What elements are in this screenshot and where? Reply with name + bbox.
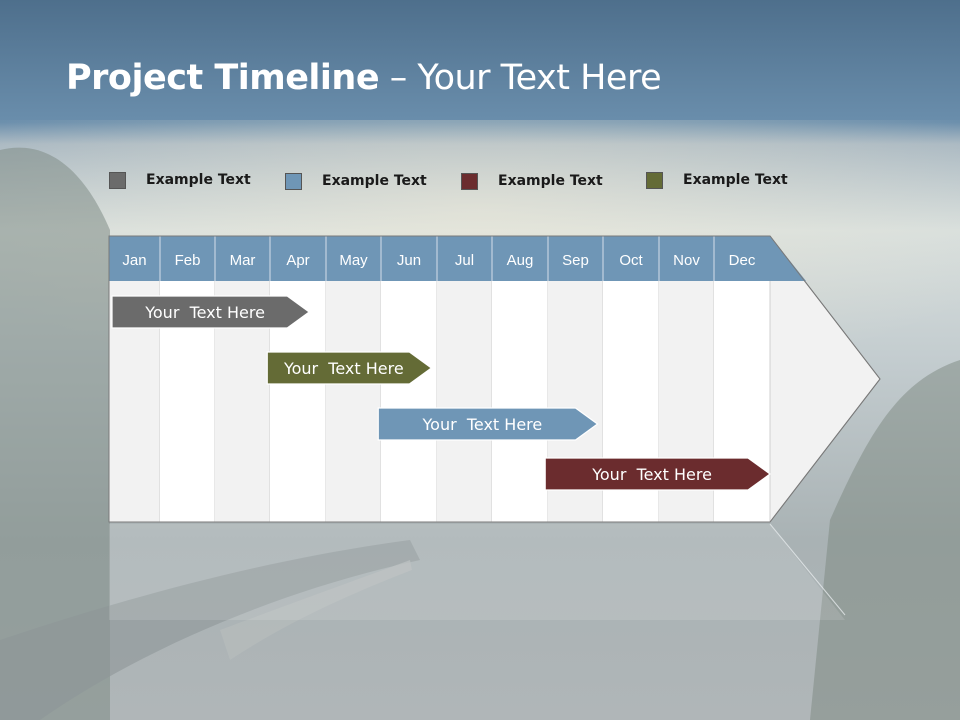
legend-label: Example Text [146,172,251,188]
month-label: Mar [230,252,256,269]
legend-swatch [285,172,302,190]
month-label: Nov [673,252,700,269]
task-label: Your Text Here [591,465,712,484]
month-label: Apr [286,252,309,269]
legend-item: Example Text [646,170,788,190]
task-bar [266,351,433,385]
month-label: Oct [619,252,643,269]
month-column [381,281,437,522]
legend-label: Example Text [322,173,427,189]
month-column [492,281,548,522]
title-bold: Project Timeline [66,58,380,98]
legend-item: Example Text [285,171,427,191]
month-label: Sep [562,252,589,269]
reflection-edge [769,523,846,616]
page-title: Project Timeline – Your Text Here [66,58,662,98]
legend-swatch [461,172,478,190]
task-label: Your Text Here [144,303,265,322]
task-bar [377,407,599,441]
month-column [437,281,492,522]
month-label: Jan [122,252,146,269]
month-label: Jun [397,252,421,269]
month-column [326,281,381,522]
task-label: Your Text Here [283,359,404,378]
task-bar [544,457,772,491]
legend-item: Example Text [461,171,603,191]
month-label: Jul [455,252,474,269]
month-header-bar [109,236,770,281]
month-label: May [339,252,368,269]
timeline-arrow-edge [769,235,881,523]
month-label: Aug [507,252,534,269]
legend-label: Example Text [683,172,788,188]
task-label: Your Text Here [422,415,543,434]
task-bar [111,295,311,329]
legend-label: Example Text [498,173,603,189]
title-rest: – Your Text Here [379,58,662,98]
legend-item: Example Text [109,170,251,190]
month-label: Feb [175,252,201,269]
timeline-reflection [109,524,845,620]
legend-swatch [109,171,126,189]
month-label: Dec [729,252,756,269]
legend-swatch [646,171,663,189]
timeline-border [108,235,770,523]
